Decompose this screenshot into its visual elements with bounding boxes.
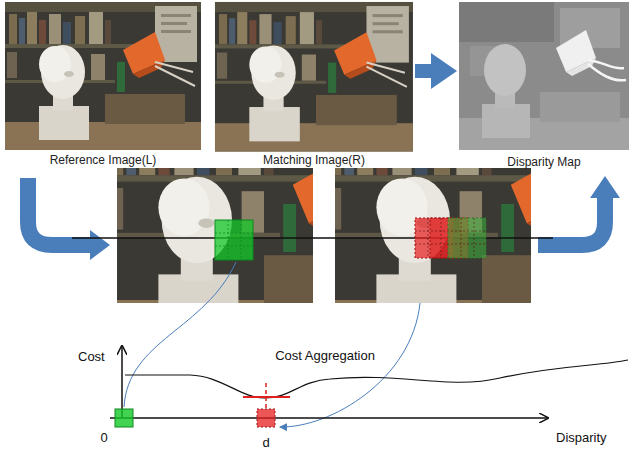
reference-window <box>215 220 253 260</box>
caption-anchor: Matching Image(R) <box>195 150 433 168</box>
window-sample <box>115 409 133 427</box>
matching-photo <box>215 2 413 151</box>
image-panel: Matching Image(R) <box>215 2 413 148</box>
leader-line <box>280 303 420 427</box>
axis-label: d <box>262 435 269 450</box>
label-anchor: Cost <box>78 347 105 365</box>
matching-crop <box>335 168 531 303</box>
label-anchor: d <box>262 433 269 450</box>
caption-anchor: Reference Image(L) <box>0 150 221 168</box>
reference-photo <box>5 2 201 150</box>
axis-label: Disparity <box>556 430 607 445</box>
candidate-windows <box>415 218 486 258</box>
reference-crop <box>117 168 313 303</box>
window-sample <box>257 409 275 427</box>
image-panel: Reference Image(L) <box>5 2 201 148</box>
disparity-image <box>459 2 629 150</box>
label-anchor: 0 <box>100 428 107 446</box>
image-caption: Matching Image(R) <box>263 153 365 167</box>
process-arrow <box>28 176 620 260</box>
image-panel: Disparity Map <box>459 2 629 150</box>
leader-line <box>124 262 236 407</box>
cost-curve <box>125 360 628 398</box>
disparity-axis <box>110 417 548 419</box>
image-caption: Reference Image(L) <box>50 153 157 167</box>
flow-arrow <box>415 64 433 78</box>
image-caption: Disparity Map <box>507 155 580 169</box>
cost-axis <box>121 346 123 418</box>
label-anchor: Cost Aggregation <box>275 346 375 364</box>
label-anchor: Disparity <box>556 428 607 446</box>
axis-label: Cost Aggregation <box>275 348 375 363</box>
axis-label: 0 <box>100 430 107 445</box>
axis-label: Cost <box>78 349 105 364</box>
minimum-mark <box>265 383 267 410</box>
caption-anchor: Disparity Map <box>439 152 634 170</box>
